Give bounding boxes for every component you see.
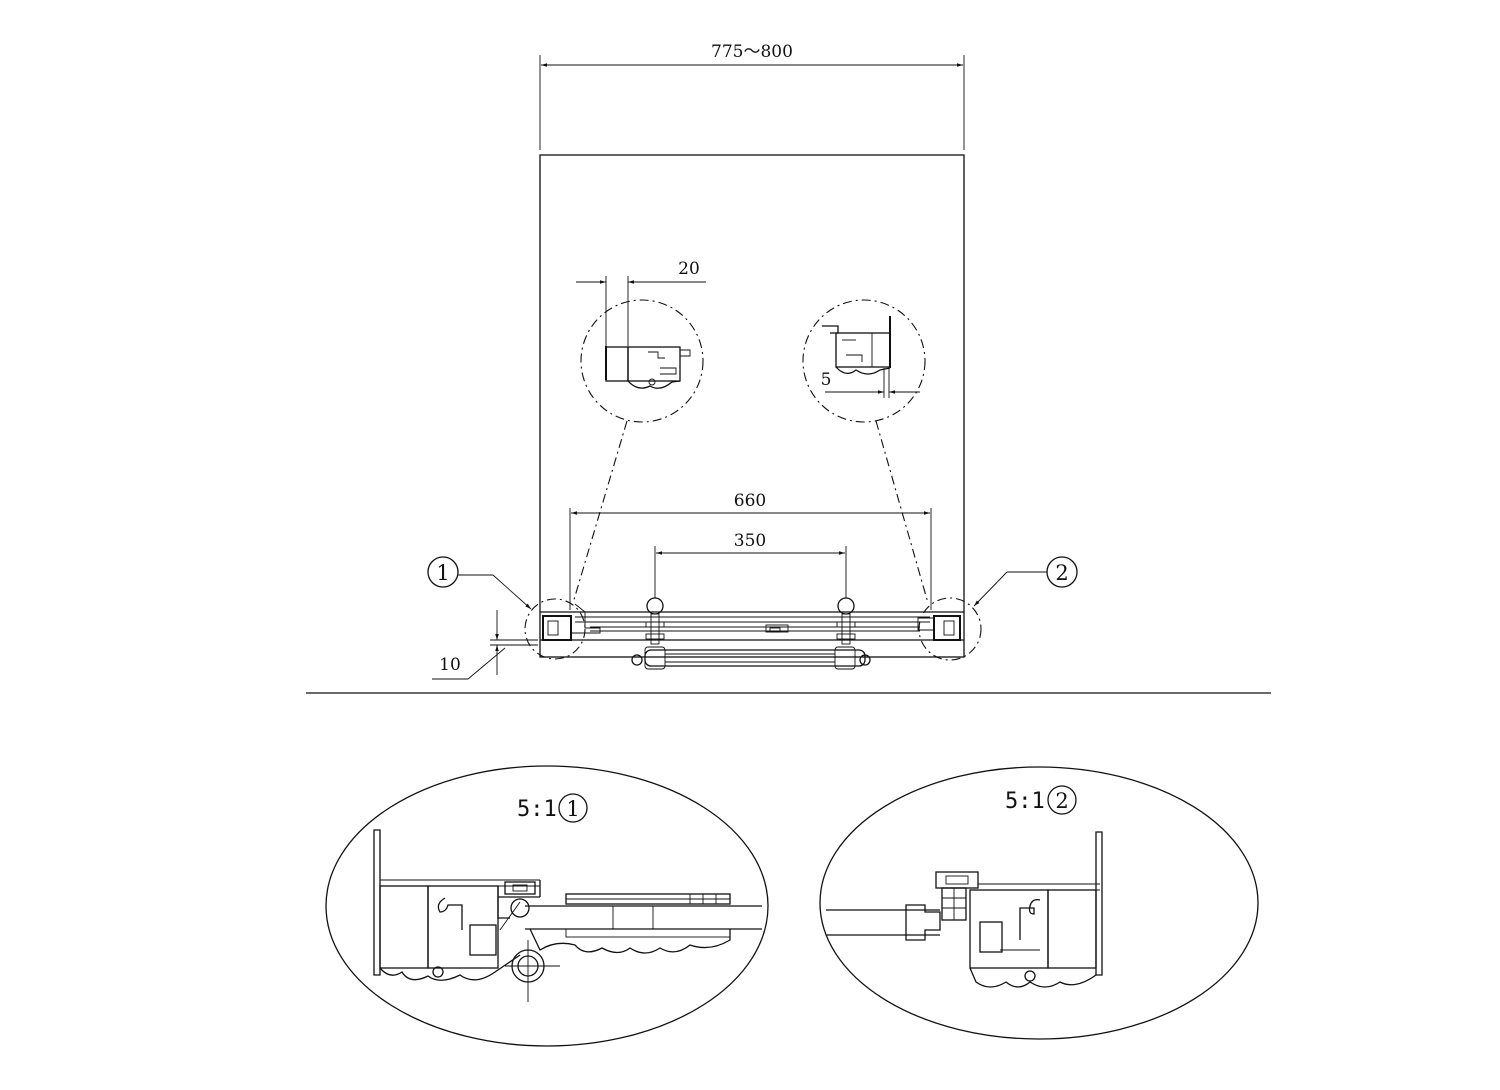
detail-view-left: 5:1 1 xyxy=(325,765,769,1047)
dimension-opening-width: 660 xyxy=(569,491,932,610)
dimension-total-width: 775～800 xyxy=(539,42,965,150)
callout-left: 1 xyxy=(427,556,532,610)
enclosure-outline xyxy=(539,154,965,658)
detail-left-profile xyxy=(373,829,762,1002)
detail-right-ref: 2 xyxy=(1055,789,1068,813)
plan-view: 775～800 xyxy=(427,42,1078,680)
door-handle xyxy=(631,597,871,670)
dimension-floor-gap-label: 10 xyxy=(439,655,461,675)
detail-view-right: 5:1 2 xyxy=(819,766,1259,1040)
callout-left-label: 1 xyxy=(436,561,449,585)
detail-right-profile xyxy=(826,831,1103,988)
detail-left-ref: 1 xyxy=(566,797,579,821)
dimension-handle-spacing: 350 xyxy=(654,531,847,598)
dimension-opening-width-label: 660 xyxy=(734,491,766,511)
dimension-total-width-label: 775～800 xyxy=(711,42,793,62)
inset-profile-right xyxy=(822,316,891,375)
dimension-gap-left-label: 20 xyxy=(678,259,700,279)
dimension-gap-right-label: 5 xyxy=(821,370,832,390)
callout-right-label: 2 xyxy=(1055,561,1068,585)
callout-right: 2 xyxy=(973,556,1078,607)
door-track xyxy=(540,603,964,641)
detail-right-scale: 5:1 xyxy=(1005,789,1045,814)
detail-marker-left: 20 xyxy=(524,259,706,660)
detail-left-scale: 5:1 xyxy=(517,797,557,822)
detail-marker-right: 5 xyxy=(802,299,982,661)
dimension-handle-spacing-label: 350 xyxy=(734,531,766,551)
inset-profile-left xyxy=(605,346,691,389)
dimension-floor-gap: 10 xyxy=(432,610,538,680)
